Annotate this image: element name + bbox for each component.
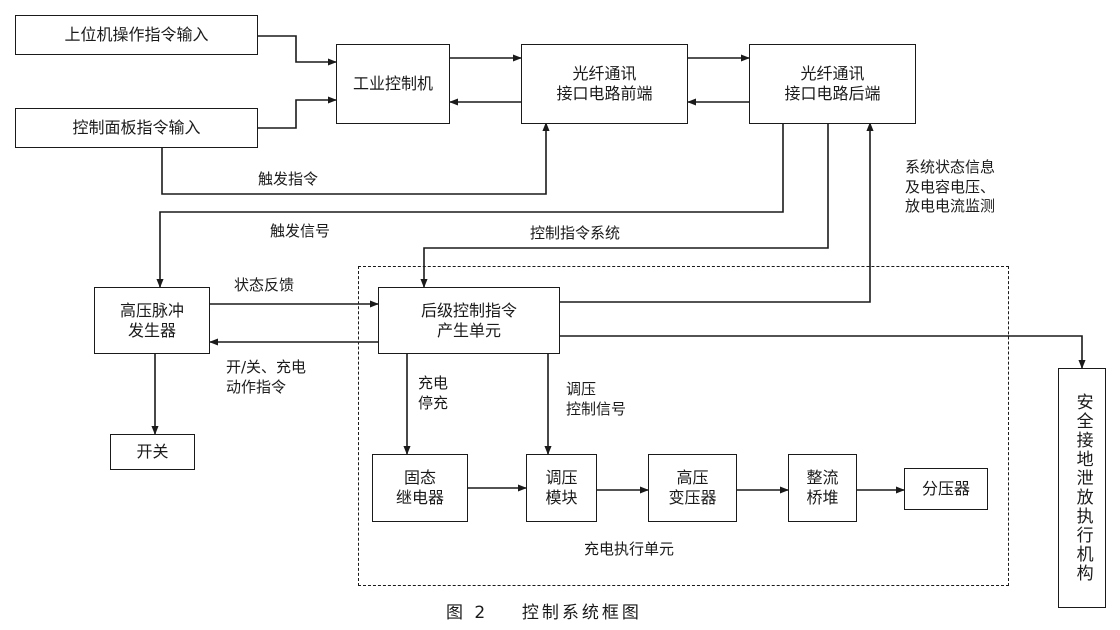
reg-module-text: 调压 模块 (545, 468, 578, 507)
ctrl-unit-box: 后级控制指令 产生单元 (378, 287, 560, 354)
host-input-box: 上位机操作指令输入 (15, 15, 258, 55)
panel-input-box: 控制面板指令输入 (15, 108, 258, 148)
fiber-back-box: 光纤通讯 接口电路后端 (749, 44, 916, 124)
hv-transformer-text: 高压 变压器 (668, 468, 717, 507)
divider-box: 分压器 (904, 468, 988, 510)
status-info-label: 系统状态信息 及电容电压、 放电电流监测 (905, 158, 996, 215)
switch-text: 开关 (136, 442, 169, 461)
arrow-trigger-signal (156, 123, 784, 288)
safety-box: 安全接地泄放执行机构 (1058, 368, 1106, 608)
hv-transformer-box: 高压 变压器 (648, 454, 737, 522)
rectifier-box: 整流 桥堆 (788, 454, 857, 522)
status-feedback-label: 状态反馈 (234, 276, 295, 294)
ipc-text: 工业控制机 (352, 74, 433, 93)
safety-text: 安全接地泄放执行机构 (1072, 393, 1093, 583)
divider-text: 分压器 (921, 479, 970, 498)
charge-exec-unit-frame (358, 266, 1009, 586)
reg-module-box: 调压 模块 (526, 454, 597, 522)
fiber-front-text: 光纤通讯 接口电路前端 (556, 64, 653, 103)
arrow-host-to-ipc (258, 35, 337, 66)
arrow-to-safety (560, 335, 1086, 369)
ssr-text: 固态 继电器 (395, 468, 444, 507)
reg-signal-label: 调压 控制信号 (566, 380, 627, 418)
rectifier-text: 整流 桥堆 (806, 468, 839, 507)
charge-stop-label: 充电 停充 (418, 374, 449, 412)
trigger-signal-label: 触发信号 (270, 222, 331, 240)
fiber-front-box: 光纤通讯 接口电路前端 (521, 44, 688, 124)
figure-caption: 图 2 控制系统框图 (446, 603, 642, 623)
fiber-back-text: 光纤通讯 接口电路后端 (784, 64, 881, 103)
trigger-cmd-label: 触发指令 (258, 170, 319, 188)
panel-input-text: 控制面板指令输入 (72, 118, 201, 137)
arrow-status-info (560, 122, 874, 303)
arrow-ctrl-cmd-system (420, 123, 829, 288)
onoff-cmd-label: 开/关、充电 动作指令 (226, 358, 307, 396)
pulse-gen-box: 高压脉冲 发生器 (94, 287, 210, 354)
ctrl-unit-text: 后级控制指令 产生单元 (420, 300, 517, 340)
ssr-box: 固态 继电器 (372, 454, 468, 522)
host-input-text: 上位机操作指令输入 (64, 25, 209, 44)
arrow-panel-to-ipc (258, 96, 337, 129)
charge-exec-unit-label: 充电执行单元 (584, 540, 675, 558)
switch-box: 开关 (110, 434, 195, 470)
arrow-trigger-cmd (161, 122, 550, 195)
pulse-gen-text: 高压脉冲 发生器 (119, 300, 184, 340)
ctrl-cmd-system-label: 控制指令系统 (530, 224, 621, 242)
ipc-box: 工业控制机 (336, 44, 450, 124)
